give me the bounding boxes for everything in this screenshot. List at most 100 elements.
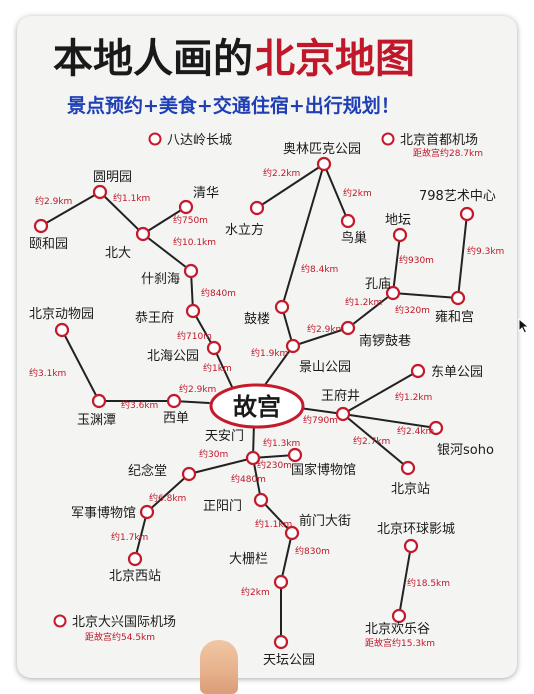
station-node-xidan[interactable] — [166, 393, 182, 409]
label-yuanmingyuan: 圆明园 — [93, 170, 132, 185]
label-westst: 北京西站 — [109, 569, 161, 584]
dist-gongwangfu-beihai: 约710m — [177, 330, 212, 342]
station-node-shuilifang[interactable] — [249, 200, 265, 216]
station-node-yiheyuan[interactable] — [33, 218, 49, 234]
route-military-west — [134, 511, 148, 560]
station-node-museum[interactable] — [287, 447, 303, 463]
hub-oval[interactable] — [209, 383, 305, 429]
station-node-shichahai[interactable] — [183, 263, 199, 279]
station-nodes — [33, 132, 475, 650]
label-kongmiao: 孔庙 — [365, 277, 391, 292]
route-tiananmen-jinianting — [188, 457, 254, 475]
station-node-ditan[interactable] — [392, 227, 408, 243]
label-yonghegong: 雍和宫 — [435, 309, 474, 325]
station-node-gongwangfu[interactable] — [185, 303, 201, 319]
dist-daxing-note: 距故宫约54.5km — [85, 631, 155, 643]
hub-label: 故宫 — [233, 393, 281, 421]
label-daxing-airport: 北京大兴国际机场 — [72, 615, 176, 630]
station-node-kongmiao[interactable] — [385, 285, 401, 301]
label-jinianting: 纪念堂 — [128, 463, 167, 479]
label-museum: 国家博物馆 — [291, 462, 356, 478]
station-node-dashilan[interactable] — [273, 574, 289, 590]
dist-tiananmen-jinianting: 约30m — [199, 448, 228, 460]
route-yuanmingyuan-beida — [99, 191, 144, 235]
station-node-tiananmen[interactable] — [245, 450, 261, 466]
label-798: 798艺术中心 — [419, 189, 496, 204]
dist-olympic-gulou: 约8.4km — [301, 263, 338, 275]
dist-yuyuantan-xidan: 约3.6km — [121, 399, 158, 411]
label-dongdan: 东单公园 — [431, 365, 483, 380]
station-node-yinhesoho[interactable] — [428, 420, 444, 436]
dist-hub-wangfujing: 约790m — [303, 414, 338, 426]
station-node-universal[interactable] — [403, 538, 419, 554]
title-part1: 本地人画的 — [53, 36, 253, 82]
station-node-qinghua[interactable] — [178, 199, 194, 215]
dist-capital-note: 距故宫约28.7km — [413, 147, 483, 159]
station-node-beida[interactable] — [135, 226, 151, 242]
station-node-happyvalley[interactable] — [391, 608, 407, 624]
dist-qianmen-dashilan: 约830m — [295, 545, 330, 557]
route-olympic-gulou — [281, 163, 325, 308]
station-node-gulou[interactable] — [274, 299, 290, 315]
label-tiantan: 天坛公园 — [263, 653, 315, 668]
station-node-dongdan[interactable] — [410, 363, 426, 379]
station-node-capital-airport[interactable] — [381, 132, 395, 146]
station-node-yonghegong[interactable] — [450, 290, 466, 306]
map-paper: 本地人画的 北京地图 景点预约+美食+交通住宿+出行规划！ — [17, 16, 517, 678]
dist-wangfujing-dongdan: 约1.2km — [395, 391, 432, 403]
route-tiananmen-zhengyangmen — [252, 457, 262, 501]
finger-decoration — [200, 640, 238, 694]
station-node-military[interactable] — [139, 504, 155, 520]
station-node-jingshan[interactable] — [285, 338, 301, 354]
route-yiheyuan-yuanmingyuan — [40, 191, 101, 227]
station-node-wangfujing[interactable] — [335, 406, 351, 422]
station-node-daxing-airport[interactable] — [53, 614, 67, 628]
label-yuyuantan: 玉渊潭 — [77, 413, 116, 428]
label-tiananmen: 天安门 — [205, 429, 244, 444]
station-node-beihai[interactable] — [206, 340, 222, 356]
label-shichahai: 什刹海 — [141, 272, 180, 287]
dist-universal-happy: 约18.5km — [407, 577, 450, 589]
dist-qinghua-beida: 约750m — [173, 214, 208, 226]
route-wangfujing-yinhe — [342, 413, 437, 429]
route-olympic-shuilifang — [256, 163, 325, 209]
route-ditan-kongmiao — [392, 234, 401, 294]
label-qianmen: 前门大街 — [299, 513, 351, 529]
dist-beihai-hub: 约1km — [203, 362, 232, 374]
title-part2: 北京地图 — [255, 36, 415, 82]
label-universal: 北京环球影城 — [377, 522, 455, 537]
station-node-bjstation[interactable] — [400, 460, 416, 476]
dist-dashilan-tiantan: 约2km — [241, 586, 270, 598]
station-node-zhengyangmen[interactable] — [253, 492, 269, 508]
route-beihai-hub — [213, 347, 234, 390]
station-node-nanluoguxiang[interactable] — [340, 320, 356, 336]
label-qinghua: 清华 — [193, 186, 219, 201]
station-node-westst[interactable] — [127, 551, 143, 567]
route-universal-happyvalley — [398, 545, 412, 617]
station-node-zoo[interactable] — [54, 322, 70, 338]
label-nanluoguxiang: 南锣鼓巷 — [359, 333, 411, 349]
label-niaochao: 鸟巢 — [341, 230, 367, 246]
station-node-tiantan[interactable] — [273, 634, 289, 650]
label-jingshan: 景山公园 — [299, 360, 351, 375]
route-zhengyangmen-qianmen — [260, 499, 293, 534]
dist-jinianting-military: 约6.8km — [149, 492, 186, 504]
label-olympic: 奥林匹克公园 — [283, 142, 361, 157]
station-node-jinianting[interactable] — [181, 466, 197, 482]
station-node-798[interactable] — [459, 206, 475, 222]
station-node-niaochao[interactable] — [340, 213, 356, 229]
route-qianmen-dashilan — [280, 532, 293, 583]
label-zhengyangmen: 正阳门 — [203, 499, 242, 514]
station-node-olympic[interactable] — [316, 156, 332, 172]
route-nanluoguxiang-kongmiao — [347, 292, 394, 329]
dist-zhengyangmen-qianmen: 约1.1km — [255, 518, 292, 530]
subtitle: 景点预约+美食+交通住宿+出行规划！ — [67, 94, 400, 117]
station-node-badaling[interactable] — [148, 132, 162, 146]
dist-beida-shichahai: 约10.1km — [173, 236, 216, 248]
station-node-yuyuantan[interactable] — [91, 393, 107, 409]
dist-tiananmen-zhengyangmen: 约480m — [231, 473, 266, 485]
station-node-qianmen[interactable] — [284, 525, 300, 541]
station-node-yuanmingyuan[interactable] — [92, 184, 108, 200]
label-wangfujing: 王府井 — [321, 389, 360, 404]
dist-military-west: 约1.7km — [111, 531, 148, 543]
